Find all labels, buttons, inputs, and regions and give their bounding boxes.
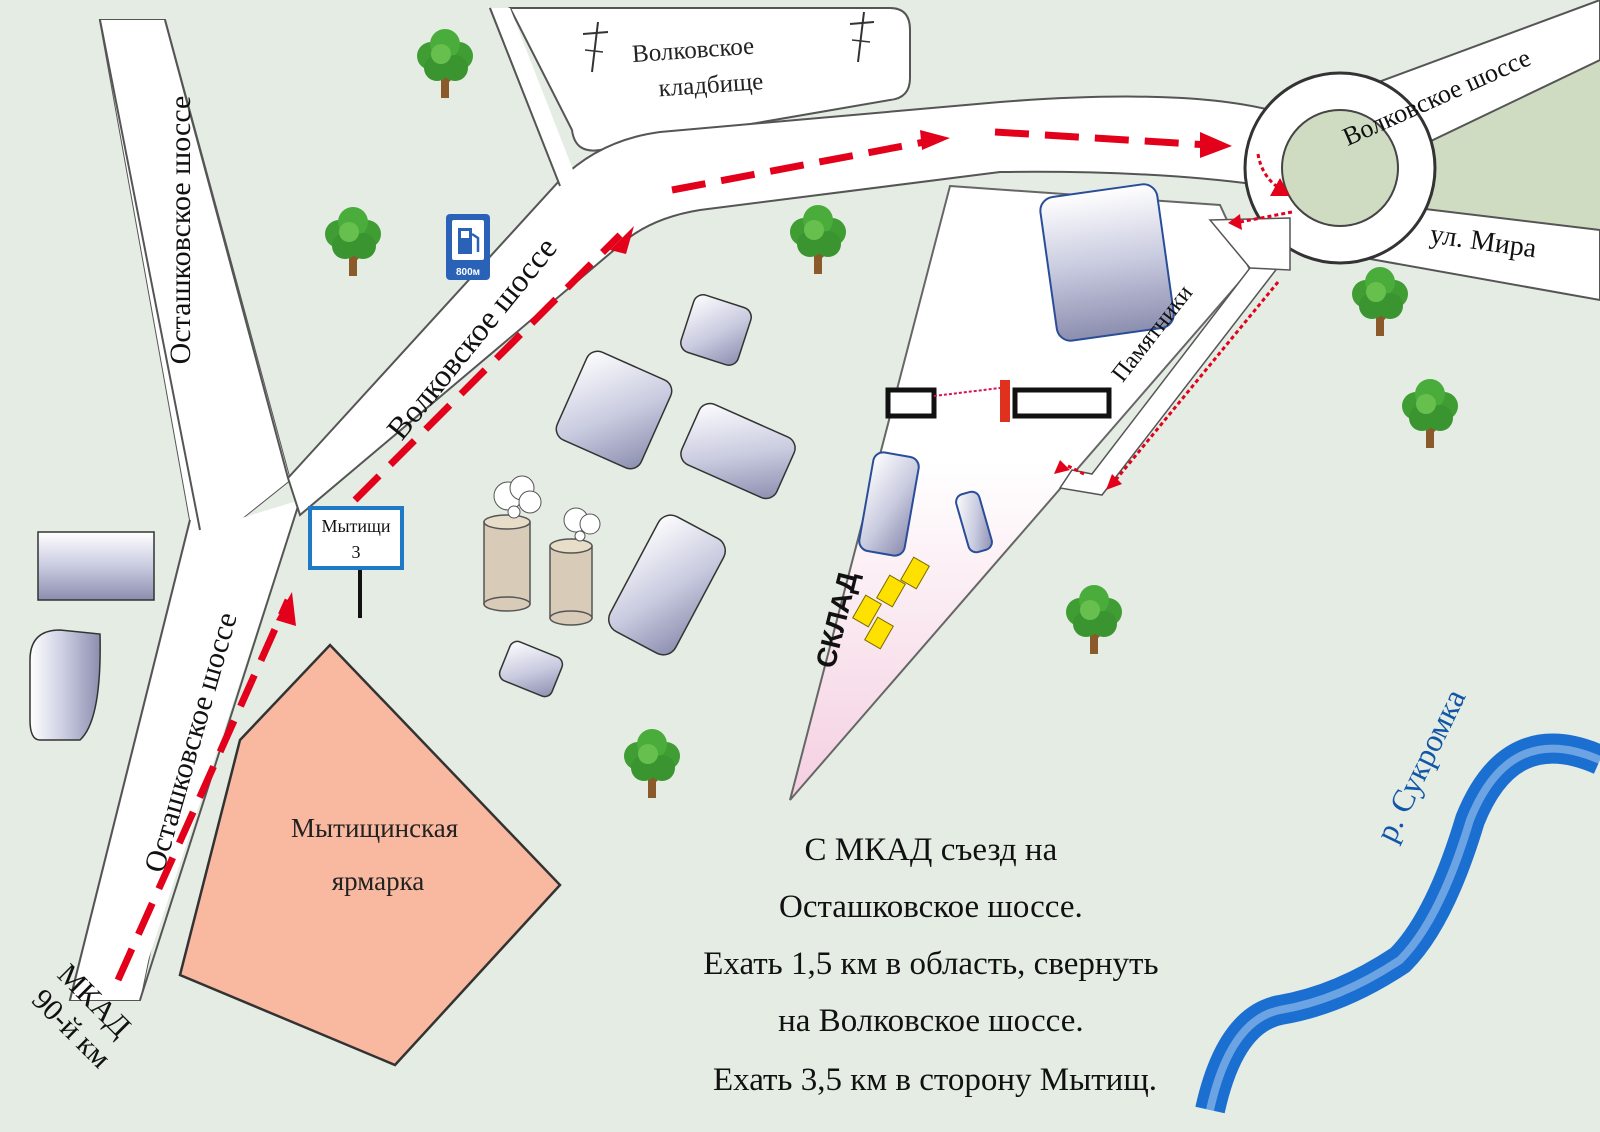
fuel-sign-distance: 800м	[456, 267, 480, 278]
building	[1039, 183, 1175, 342]
route	[114, 128, 1211, 982]
city-sign-number: 3	[352, 542, 361, 562]
building	[498, 640, 564, 698]
gate-right	[1012, 387, 1112, 419]
route-arrows	[276, 130, 1232, 626]
building	[37, 531, 155, 601]
directions-line: С МКАД съезд на	[804, 832, 1057, 868]
building	[858, 451, 920, 557]
fair-label: Мытищинская ярмарка	[291, 813, 465, 896]
barrier-post	[1000, 380, 1010, 422]
building	[680, 294, 752, 366]
cemetery-cross-icon	[857, 11, 865, 63]
building	[607, 514, 727, 656]
directions-line: Осташковское шоссе.	[779, 889, 1083, 925]
building	[555, 350, 673, 470]
cemetery-block	[508, 7, 911, 152]
fuel-sign: 800м	[446, 214, 490, 280]
storage-tank	[483, 475, 542, 612]
directions-line: Ехать 3,5 км в сторону Мытищ.	[713, 1062, 1157, 1098]
fuel-pump-icon	[458, 228, 480, 254]
building	[29, 629, 101, 741]
warehouse-markers	[852, 556, 930, 650]
fair-area	[178, 643, 562, 1067]
gate-left	[885, 387, 937, 419]
directions-line: на Волковское шоссе.	[778, 1003, 1083, 1039]
building	[955, 490, 993, 554]
roundabout-island	[1281, 109, 1399, 227]
city-sign-name: Мытищи	[321, 516, 390, 536]
route-final	[1067, 153, 1293, 483]
road-ostashkovskoe-lower	[70, 500, 300, 1000]
cemetery-cross-icon	[591, 21, 599, 73]
directions-text: С МКАД съезд на Осташковское шоссе. Ехат…	[703, 832, 1167, 1098]
street-label-ostashkovskoe-upper: Осташковское шоссе	[164, 96, 197, 365]
barrier-arm	[933, 387, 1001, 397]
directions-line: Ехать 1,5 км в область, свернуть	[703, 946, 1158, 982]
city-sign: Мытищи 3	[308, 506, 404, 618]
storage-tank	[549, 507, 601, 626]
building	[680, 402, 796, 500]
park-area	[1380, 50, 1600, 240]
